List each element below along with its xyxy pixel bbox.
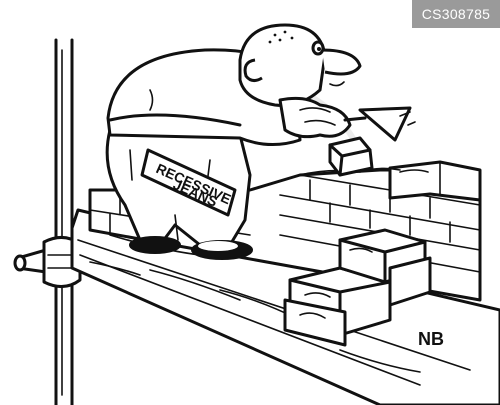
scaffold-clamp [13,236,82,288]
builder-shoes [129,236,253,260]
brick-stack [283,228,432,347]
builder-arms [278,96,352,139]
trowel [343,106,416,142]
scaffold-pole [54,38,74,405]
watermark-badge: CS308785 [412,0,500,28]
builder-head [238,23,362,107]
artist-signature: NB [418,329,444,349]
brick-in-hand [328,136,374,177]
